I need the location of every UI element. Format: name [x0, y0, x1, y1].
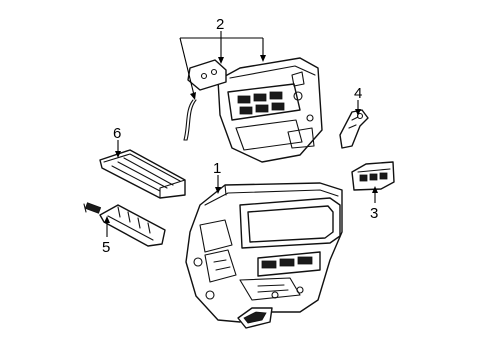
hvac-case-assembly — [185, 182, 343, 329]
callout-leaders — [104, 31, 378, 237]
callout-3: 3 — [370, 205, 378, 222]
callout-5: 5 — [102, 239, 110, 256]
callout-2: 2 — [216, 16, 224, 33]
callout-4: 4 — [354, 85, 362, 102]
actuator-clip — [339, 109, 369, 149]
mounting-bracket — [187, 59, 227, 91]
control-wire — [183, 99, 197, 141]
upper-vent-module — [217, 57, 323, 163]
callout-6: 6 — [113, 125, 121, 142]
sensor-module — [83, 202, 166, 247]
filter-block — [99, 149, 186, 199]
control-module — [351, 161, 395, 191]
callout-1: 1 — [213, 160, 221, 177]
